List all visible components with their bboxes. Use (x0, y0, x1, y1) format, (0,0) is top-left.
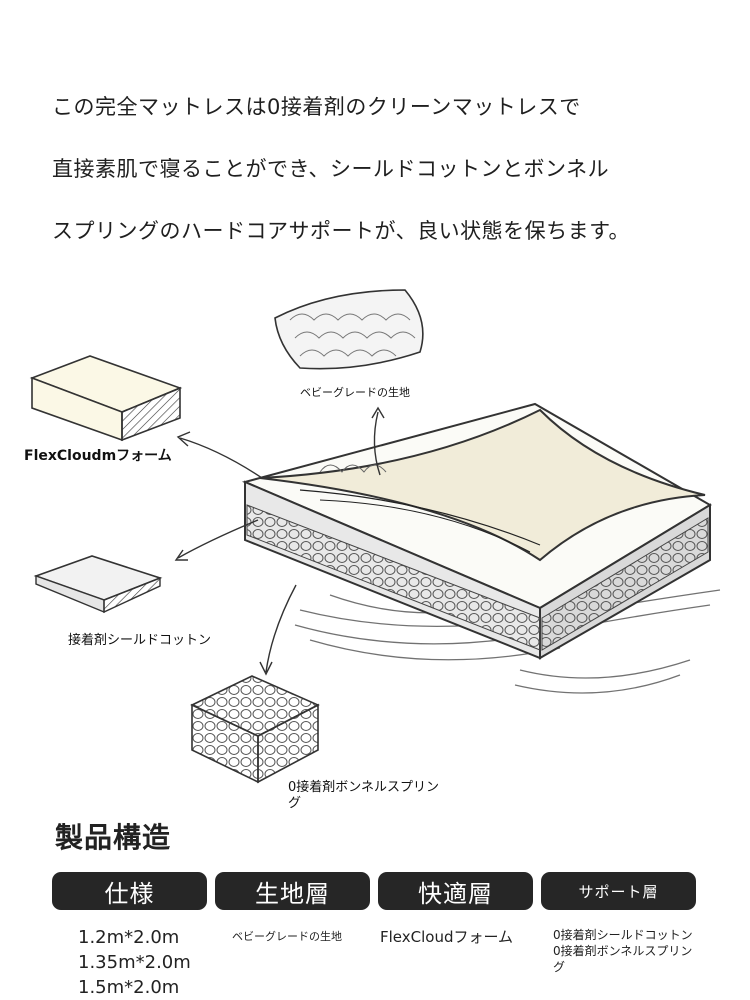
label-shield-cotton: 接着剤シールドコットン (68, 633, 212, 648)
label-baby-fabric: ベビーグレードの生地 (300, 386, 410, 399)
spec-value: 1.2m*2.0m (78, 927, 180, 948)
spec-value: 1.5m*2.0m (78, 977, 180, 998)
mattress-illustration (241, 402, 712, 660)
header-fabric-layer: 生地層 (215, 872, 370, 910)
label-flexcloud-foam: FlexCloudmフォーム (24, 448, 172, 464)
label-bonnell-spring: 0接着剤ボンネルスプリング (288, 780, 440, 811)
fabric-value: ベビーグレードの生地 (232, 930, 342, 943)
comfort-value: FlexCloudフォーム (380, 928, 514, 946)
spec-value: 1.35m*2.0m (78, 952, 191, 973)
spec-values: 1.2m*2.0m 1.35m*2.0m 1.5m*2.0m (78, 925, 191, 1000)
baby-fabric-pillow-icon (274, 289, 424, 370)
intro-line-3: スプリングのハードコアサポートが、良い状態を保ちます。 (52, 219, 630, 243)
bonnell-spring-cube-icon (190, 675, 320, 784)
flexcloud-foam-block-icon (29, 355, 183, 442)
pointer-arrows (174, 406, 385, 676)
header-spec: 仕様 (52, 872, 207, 910)
mattress-structure-diagram (29, 289, 721, 784)
header-support-layer: サポート層 (541, 872, 696, 910)
support-value: 0接着剤シールドコットン 0接着剤ボンネルスプリング (553, 928, 693, 974)
intro-line-1: この完全マットレスは0接着剤のクリーンマットレスで (52, 95, 581, 119)
intro-text: この完全マットレスは0接着剤のクリーンマットレスで 直接素肌で寝ることができ、シ… (52, 88, 732, 274)
intro-line-2: 直接素肌で寝ることができ、シールドコットンとボンネル (52, 157, 610, 181)
header-comfort-layer: 快適層 (378, 872, 533, 910)
shield-cotton-sheet-icon (33, 555, 163, 614)
section-title: 製品構造 (55, 821, 172, 854)
structure-header-row: 仕様 生地層 快適層 サポート層 (52, 872, 698, 912)
